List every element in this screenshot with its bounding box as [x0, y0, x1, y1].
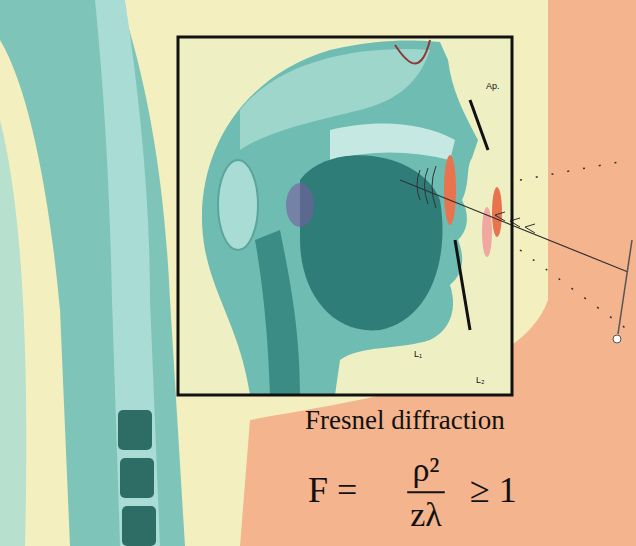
neck-anatomy	[118, 410, 152, 450]
lens-assembly	[470, 100, 488, 150]
head-cross-section	[202, 40, 478, 395]
aperture-label: Ap.	[484, 82, 502, 92]
head-cross-section	[202, 40, 478, 395]
formula-numerator: ρ²	[412, 451, 439, 488]
head-cross-section	[300, 155, 443, 330]
lens-label: L₂	[474, 376, 487, 386]
lens-assembly	[492, 187, 502, 237]
neck-anatomy	[95, 0, 160, 546]
neck-anatomy	[120, 458, 154, 498]
optical-axis	[520, 160, 630, 180]
head-cross-section	[286, 183, 314, 227]
lens-assembly	[417, 100, 502, 330]
head-cross-section	[255, 230, 300, 395]
optical-axis	[520, 250, 628, 330]
formula-term: F =	[308, 471, 357, 511]
neck-anatomy	[122, 506, 156, 546]
fraction-bar	[407, 491, 445, 493]
optical-axis	[400, 160, 632, 343]
head-cross-section	[218, 160, 258, 250]
optical-axis	[400, 180, 628, 272]
inset-border	[178, 37, 512, 395]
head-cross-section	[330, 123, 455, 160]
formula-term: ≥ 1	[470, 471, 517, 511]
formula-denominator: zλ	[410, 496, 442, 533]
optical-axis	[613, 335, 621, 343]
lens-assembly	[417, 166, 436, 208]
inset-border	[178, 37, 512, 395]
lens-assembly	[444, 155, 456, 225]
optical-axis	[618, 240, 632, 334]
inset-frame	[178, 37, 512, 395]
lens-label: L₁	[412, 350, 424, 360]
fraction-bar	[407, 492, 445, 493]
neck-anatomy	[0, 120, 26, 546]
neck-anatomy	[0, 0, 185, 546]
lens-assembly	[455, 240, 470, 330]
neck-anatomy	[0, 0, 185, 546]
optical-axis	[495, 212, 535, 233]
head-cross-section	[395, 40, 430, 63]
background-ground	[0, 0, 548, 546]
title-text: Fresnel diffraction	[305, 406, 505, 436]
inset-frame	[178, 37, 512, 395]
